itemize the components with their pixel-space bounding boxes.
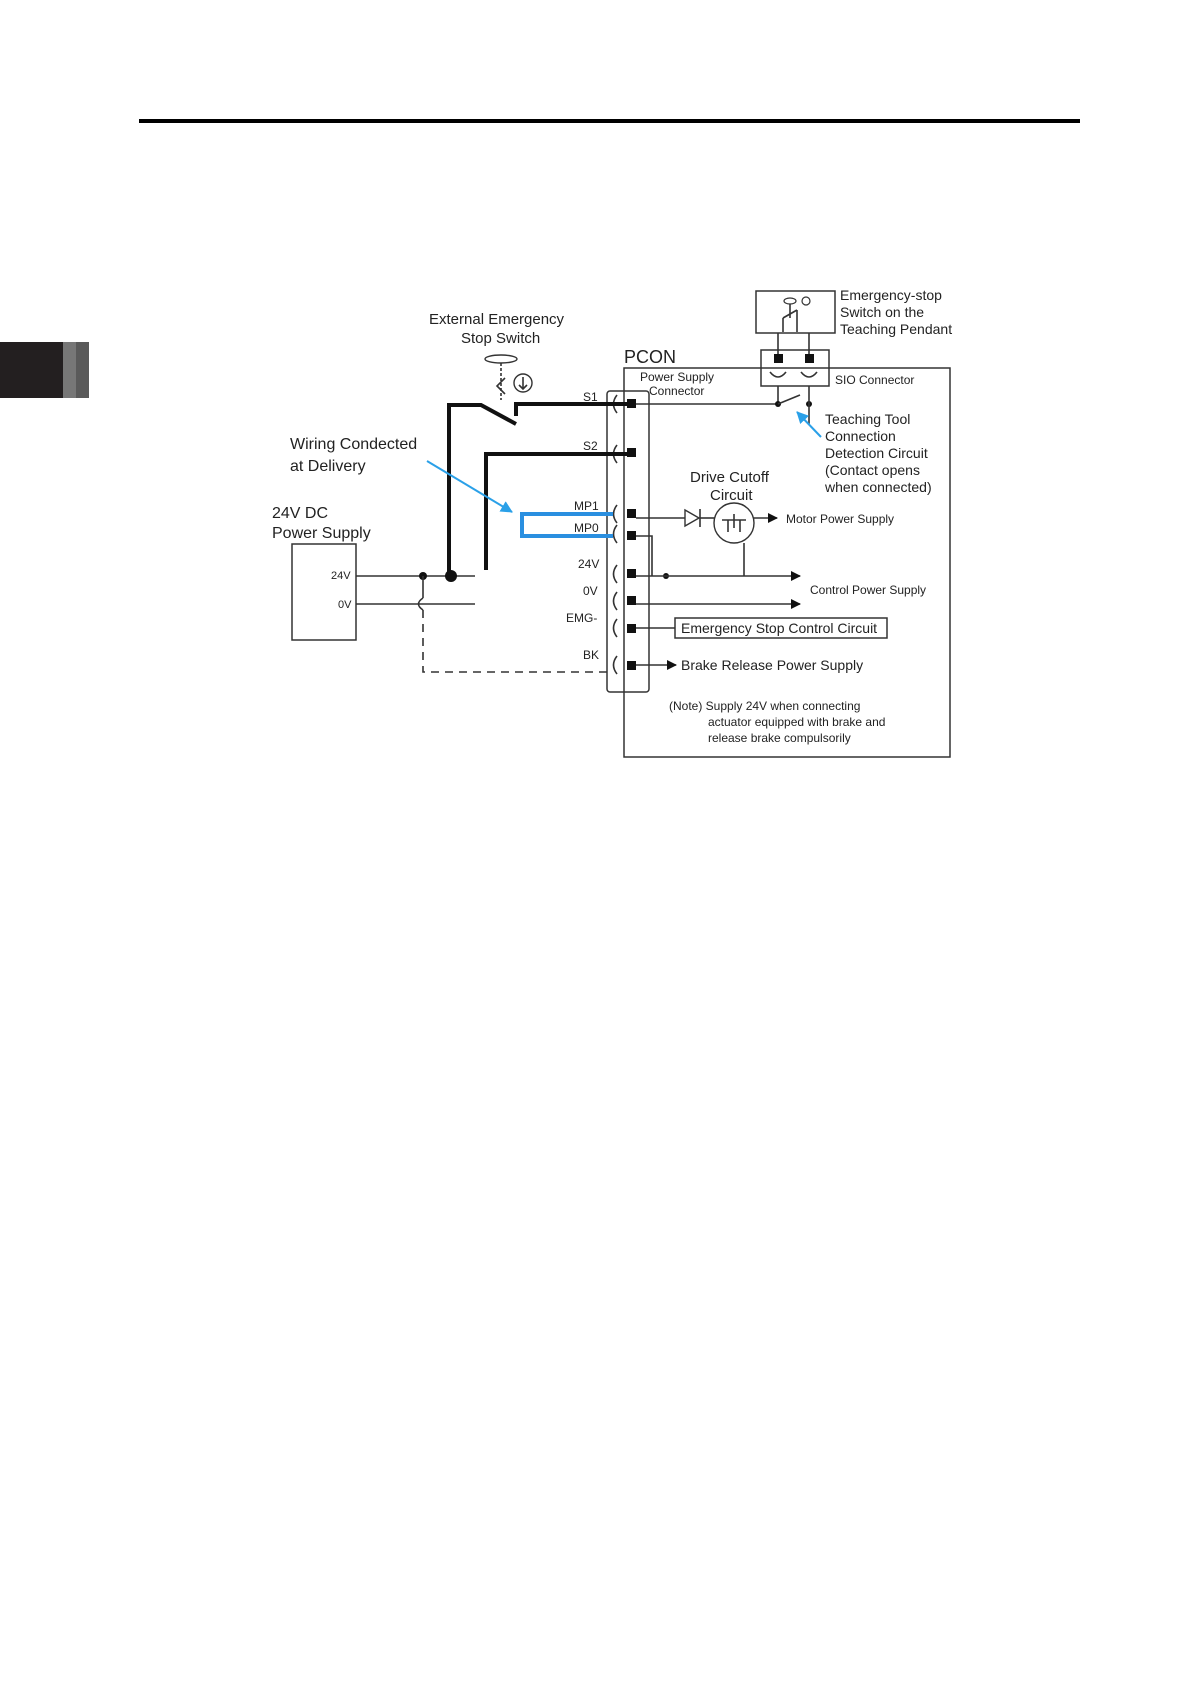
teach-detect-label-5: when connected) <box>824 479 932 495</box>
mp0-internal-wire <box>636 535 653 576</box>
pin-label-24v: 24V <box>578 557 599 571</box>
diode-icon <box>684 508 701 528</box>
pcon-enclosure <box>623 367 951 758</box>
teach-detect-label-4: (Contact opens <box>825 462 920 478</box>
pin-label-emg: EMG- <box>566 611 597 625</box>
chapter-tab-dark <box>0 342 63 398</box>
teach-detect-label-3: Detection Circuit <box>825 445 928 461</box>
power-connector-label-1: Power Supply <box>640 370 714 384</box>
ext-switch-label-2: Stop Switch <box>461 330 540 347</box>
emg-circuit-label: Emergency Stop Control Circuit <box>681 620 877 636</box>
wiring-label-1: Wiring Condected <box>290 436 417 453</box>
ext-estop-switch-icon <box>484 354 533 400</box>
wiring-annotation-arrow <box>426 460 513 513</box>
pin-label-0v: 0V <box>583 584 598 598</box>
teach-detect-arrow <box>796 411 822 438</box>
pcon-label: PCON <box>624 347 676 367</box>
pendant-estop-switch-icon <box>782 296 811 332</box>
header-rule <box>139 119 1080 123</box>
chapter-tab-light <box>76 342 89 398</box>
emg-circuit-box <box>674 617 888 639</box>
pendant-label-1: Emergency-stop <box>840 287 942 303</box>
s2-emg-wire <box>484 452 627 570</box>
dc-supply-box <box>291 543 357 641</box>
note-label-2: actuator equipped with brake and <box>708 715 885 729</box>
pendant-label-2: Switch on the <box>840 304 924 320</box>
control-power-label: Control Power Supply <box>810 583 926 597</box>
ext-switch-wire-left <box>447 403 517 578</box>
note-label-3: release brake compulsorily <box>708 731 851 745</box>
pin-label-mp0: MP0 <box>574 521 599 535</box>
sio-pin-2 <box>805 354 814 363</box>
note-label-1: (Note) Supply 24V when connecting <box>669 699 860 713</box>
motor-power-label: Motor Power Supply <box>786 512 894 526</box>
chapter-tab-mid <box>63 342 76 398</box>
pin-label-bk: BK <box>583 648 599 662</box>
pendant-label-3: Teaching Pendant <box>840 321 952 337</box>
bk-dashed-wire <box>422 610 613 673</box>
chapter-tab <box>0 342 89 398</box>
24v-node-2 <box>445 570 457 582</box>
mp-jumper-wire <box>520 512 613 538</box>
pin-label-s1: S1 <box>583 390 598 404</box>
s1-wire <box>514 402 627 416</box>
power-connector-label-2: Connector <box>649 384 704 398</box>
ext-switch-label-1: External Emergency <box>429 311 565 328</box>
transistor-icon <box>713 502 755 544</box>
pin-label-mp1: MP1 <box>574 499 599 513</box>
wiring-label-2: at Delivery <box>290 458 366 475</box>
teaching-pendant-box <box>755 290 836 334</box>
dc-supply-label-1: 24V DC <box>272 505 328 522</box>
drive-cutoff-label-1: Drive Cutoff <box>690 469 770 486</box>
drive-cutoff-label-2: Circuit <box>710 487 753 504</box>
dc-box-0v: 0V <box>338 599 352 611</box>
brake-release-label: Brake Release Power Supply <box>681 657 863 673</box>
dc-box-24v: 24V <box>331 570 351 582</box>
teach-detect-label-1: Teaching Tool <box>825 411 910 427</box>
power-supply-connector <box>606 390 650 693</box>
teach-detect-label-2: Connection <box>825 428 896 444</box>
teach-detect-contact <box>777 394 801 405</box>
pin-label-s2: S2 <box>583 439 598 453</box>
dc-supply-label-2: Power Supply <box>272 525 371 542</box>
sio-pin-1 <box>774 354 783 363</box>
sio-connector-label: SIO Connector <box>835 373 914 387</box>
connector-pins <box>612 394 636 675</box>
